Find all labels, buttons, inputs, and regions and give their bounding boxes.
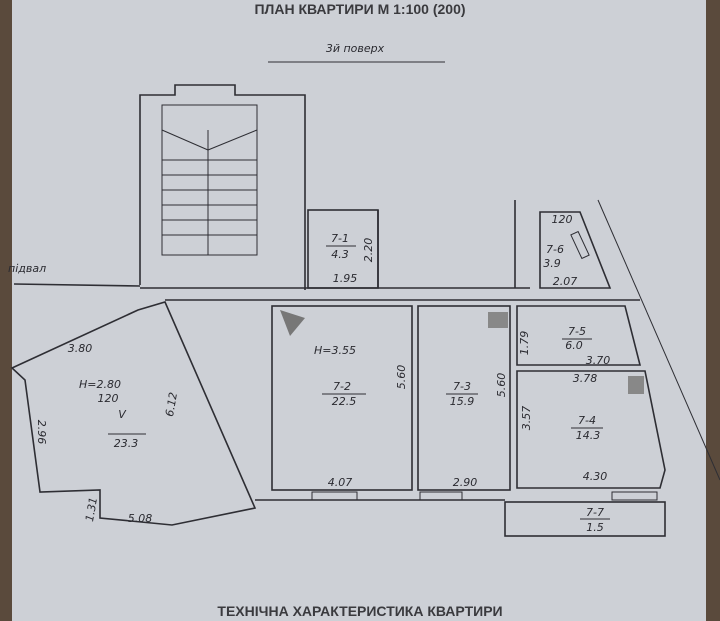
svg-text:3.9: 3.9: [543, 257, 561, 270]
room-7-4: 3.78 7-4 14.3 3.57 4.30: [516, 370, 666, 501]
outer-diagonal-line: [597, 199, 720, 481]
room-7-6: 120 7-6 3.9 2.07: [539, 211, 612, 289]
basement-line: [13, 283, 141, 287]
room-7-2: H=3.55 7-2 22.5 5.60 4.07: [271, 305, 413, 501]
svg-text:4.3: 4.3: [331, 248, 349, 261]
staircase: [139, 84, 306, 290]
window: [311, 491, 358, 501]
svg-text:3.80: 3.80: [68, 342, 93, 355]
svg-text:2.96: 2.96: [35, 420, 48, 445]
document-paper: [12, 0, 706, 621]
svg-text:2.20: 2.20: [362, 238, 375, 263]
svg-text:7-7: 7-7: [586, 506, 604, 519]
svg-text:2.90: 2.90: [453, 476, 478, 489]
ventilation-icon: [488, 312, 508, 328]
room-7-1: 7-1 4.3 2.20 1.95: [307, 209, 379, 289]
svg-text:5.60: 5.60: [495, 373, 508, 398]
ventilation-icon: [280, 310, 305, 336]
svg-text:120: 120: [552, 213, 573, 226]
svg-text:1.79: 1.79: [518, 331, 531, 356]
ventilation-icon: [628, 376, 644, 394]
svg-text:7-2: 7-2: [333, 380, 351, 393]
window: [611, 491, 658, 501]
svg-text:4.30: 4.30: [583, 470, 608, 483]
svg-text:5.08: 5.08: [128, 512, 153, 525]
room-v: 3.80 H=2.80 120 V 23.3 6.12 2.96 1.31 5.…: [10, 301, 257, 526]
svg-text:22.5: 22.5: [332, 395, 357, 408]
svg-text:V: V: [118, 408, 127, 421]
svg-text:1.95: 1.95: [333, 272, 358, 285]
svg-text:3.78: 3.78: [573, 372, 598, 385]
svg-text:3.57: 3.57: [520, 406, 533, 431]
characteristics-title: ТЕХНІЧНА ХАРАКТЕРИСТИКА КВАРТИРИ: [217, 603, 503, 619]
svg-text:7-3: 7-3: [453, 380, 471, 393]
svg-text:6.0: 6.0: [565, 339, 583, 352]
room-7-7: 7-7 1.5: [504, 501, 666, 537]
svg-text:H=2.80: H=2.80: [79, 378, 121, 391]
svg-text:120: 120: [98, 392, 119, 405]
svg-text:14.3: 14.3: [576, 429, 601, 442]
svg-text:3.70: 3.70: [586, 354, 611, 367]
svg-text:5.60: 5.60: [395, 365, 408, 390]
svg-text:1.5: 1.5: [586, 521, 604, 534]
basement-label: підвал: [8, 262, 46, 275]
svg-text:7-6: 7-6: [546, 243, 564, 256]
svg-text:4.07: 4.07: [328, 476, 353, 489]
floor-label: 3й поверх: [326, 42, 385, 55]
room-7-5: 7-5 6.0 1.79 3.70: [516, 305, 642, 367]
svg-text:2.07: 2.07: [553, 275, 578, 288]
svg-text:7-1: 7-1: [331, 232, 349, 245]
svg-text:H=3.55: H=3.55: [314, 344, 356, 357]
svg-text:7-5: 7-5: [568, 325, 586, 338]
svg-text:7-4: 7-4: [578, 414, 596, 427]
svg-text:15.9: 15.9: [450, 395, 475, 408]
window: [419, 491, 463, 501]
svg-text:6.12: 6.12: [163, 391, 180, 417]
plan-title: ПЛАН КВАРТИРИ М 1:100 (200): [254, 1, 466, 17]
svg-text:23.3: 23.3: [114, 437, 139, 450]
svg-text:1.31: 1.31: [83, 496, 100, 522]
room-7-3: 7-3 15.9 5.60 2.90: [417, 305, 511, 501]
